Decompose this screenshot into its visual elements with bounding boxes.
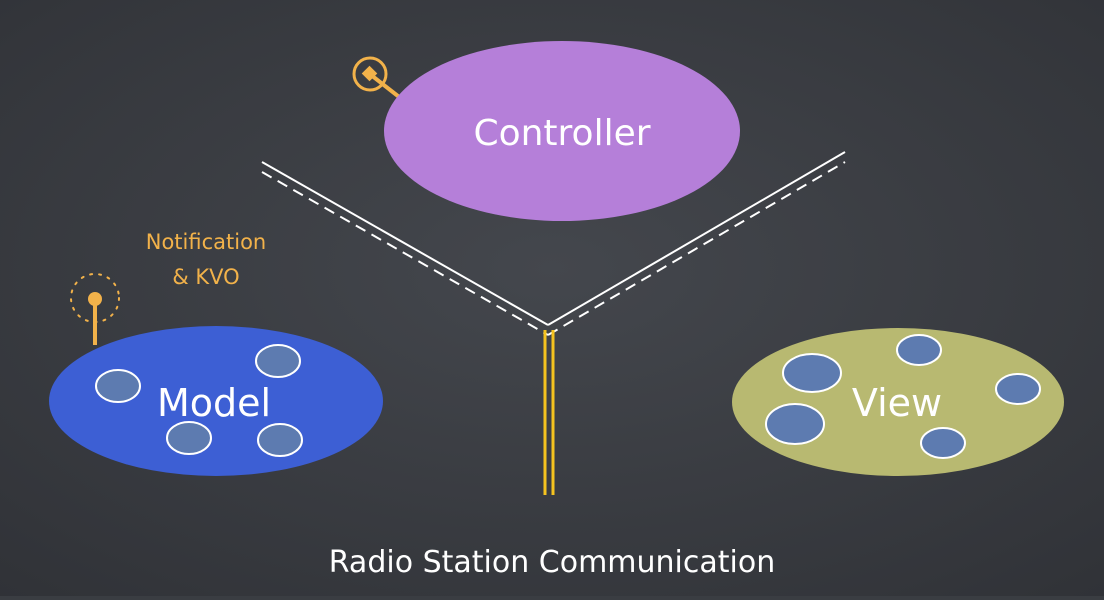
road-left-dashes [261,171,549,336]
controller-ellipse [384,41,740,221]
controller-antenna-stem [369,73,405,102]
model-label: Model [157,381,271,425]
model-node: Model [49,273,383,476]
road-right-edge [547,151,846,326]
road-trunk [543,330,555,495]
satellite-dish-icon [352,56,388,92]
road-left-edge [261,161,549,326]
divider-road [261,151,846,336]
antenna-icon [88,292,102,306]
view-subview [765,403,825,445]
controller-node: Controller [352,41,740,221]
model-subview [166,421,212,455]
model-subview [257,423,303,457]
view-label: View [852,381,942,425]
controller-label: Controller [473,113,650,154]
view-subview [782,353,842,393]
model-subview [255,344,301,378]
view-subview [920,427,966,459]
road-right-dashes [547,161,846,336]
notification-annotation: Notification & KVO [146,230,267,289]
model-subview [95,369,141,403]
view-node: View [732,328,1064,476]
notification-text: Notification [146,230,267,254]
slide-caption: Radio Station Communication [329,545,775,580]
view-subview [995,373,1041,405]
kvo-text: & KVO [172,265,239,289]
view-subview [896,334,942,366]
